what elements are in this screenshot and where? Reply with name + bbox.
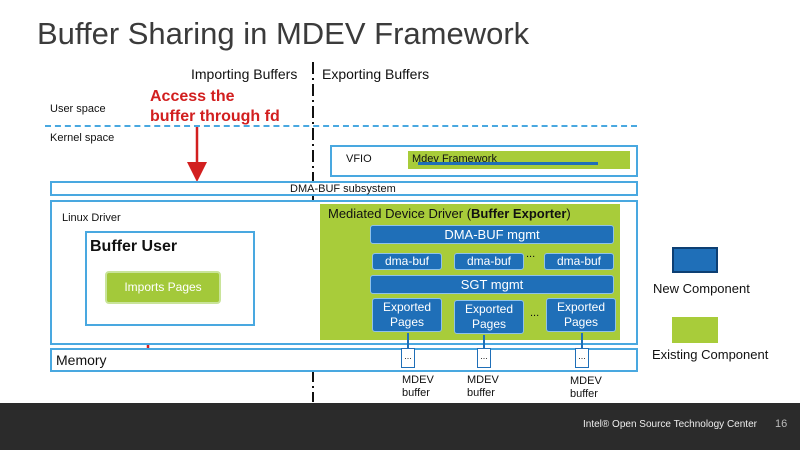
mdev-buffer-line-2: buffer [570,388,598,400]
exported-pages-box-1: Exported Pages [372,298,442,332]
access-annotation: Access the buffer through fd [150,87,280,127]
linux-driver-label: Linux Driver [62,212,121,224]
dma-buf-subsystem-bar: DMA-BUF subsystem [50,181,638,196]
legend-existing-swatch [672,317,718,343]
imports-pages-box: Imports Pages [105,271,221,304]
mdev-buffer-line-1: MDEV [402,374,434,386]
dma-buf-box-3: dma-buf [544,253,614,270]
importing-buffers-header: Importing Buffers [191,66,298,82]
exported-pages-line-1: Exported [556,300,606,314]
mdev-buffer-line-2: buffer [402,387,430,399]
page-title: Buffer Sharing in MDEV Framework [37,16,530,51]
buffer-user-label: Buffer User [90,238,178,255]
exported-pages-box-3: Exported Pages [546,298,616,332]
access-line-1: Access the [150,88,235,105]
page-number: 16 [775,418,788,430]
footer-bar [0,403,800,450]
mdd-title-bold: Buffer Exporter [471,206,567,221]
dma-buf-subsystem-label: DMA-BUF subsystem [290,183,396,195]
user-kernel-divider [45,125,637,127]
mdev-buffer-label-2: MDEV buffer [467,374,499,400]
mdev-buffer-slot-2: ... [477,348,491,368]
mdev-buffer-label-3: MDEV buffer [570,375,602,401]
mdd-title-suffix: ) [566,206,571,221]
mdd-title: Mediated Device Driver (Buffer Exporter) [328,206,571,221]
legend-new-label: New Component [653,281,750,296]
dma-buf-ellipsis: ... [526,248,536,260]
exported-pages-line-2: Pages [471,317,507,331]
dma-buf-box-1: dma-buf [372,253,442,270]
mdev-buffer-line-1: MDEV [570,375,602,387]
mdev-framework-bar [418,162,598,165]
mediated-device-driver-box: Mediated Device Driver (Buffer Exporter)… [320,204,620,340]
exported-pages-line-2: Pages [389,315,425,329]
vfio-box: VFIO Mdev Framework [330,145,638,177]
sgt-mgmt-box: SGT mgmt [370,275,614,294]
mdev-framework-box: Mdev Framework [408,151,630,169]
exported-pages-line-1: Exported [382,300,432,314]
legend-new-swatch [672,247,718,273]
connector-3 [581,333,583,349]
mdev-buffer-slot-1: ... [401,348,415,368]
vfio-label: VFIO [346,153,372,165]
exported-pages-box-2: Exported Pages [454,300,524,334]
dma-buf-box-2: dma-buf [454,253,524,270]
mdev-buffer-line-2: buffer [467,387,495,399]
kernel-space-label: Kernel space [50,132,115,144]
connector-2 [483,335,485,349]
legend-existing-label: Existing Component [652,347,769,362]
mdd-title-prefix: Mediated Device Driver ( [328,206,472,221]
memory-label: Memory [56,352,107,368]
footer-text: Intel® Open Source Technology Center [583,419,757,430]
user-space-label: User space [50,103,106,115]
exported-pages-ellipsis: ... [530,307,540,319]
memory-bar: Memory [50,348,638,372]
exported-pages-line-1: Exported [464,302,514,316]
mdev-buffer-label-1: MDEV buffer [402,374,434,400]
dma-buf-mgmt-box: DMA-BUF mgmt [370,225,614,244]
mdev-buffer-slot-3: ... [575,348,589,368]
buffer-user-box: Buffer User Imports Pages [85,231,255,326]
access-line-2: buffer through fd [150,108,280,125]
connector-1 [407,333,409,349]
exporting-buffers-header: Exporting Buffers [322,66,430,82]
mdev-buffer-line-1: MDEV [467,374,499,386]
exported-pages-line-2: Pages [563,315,599,329]
